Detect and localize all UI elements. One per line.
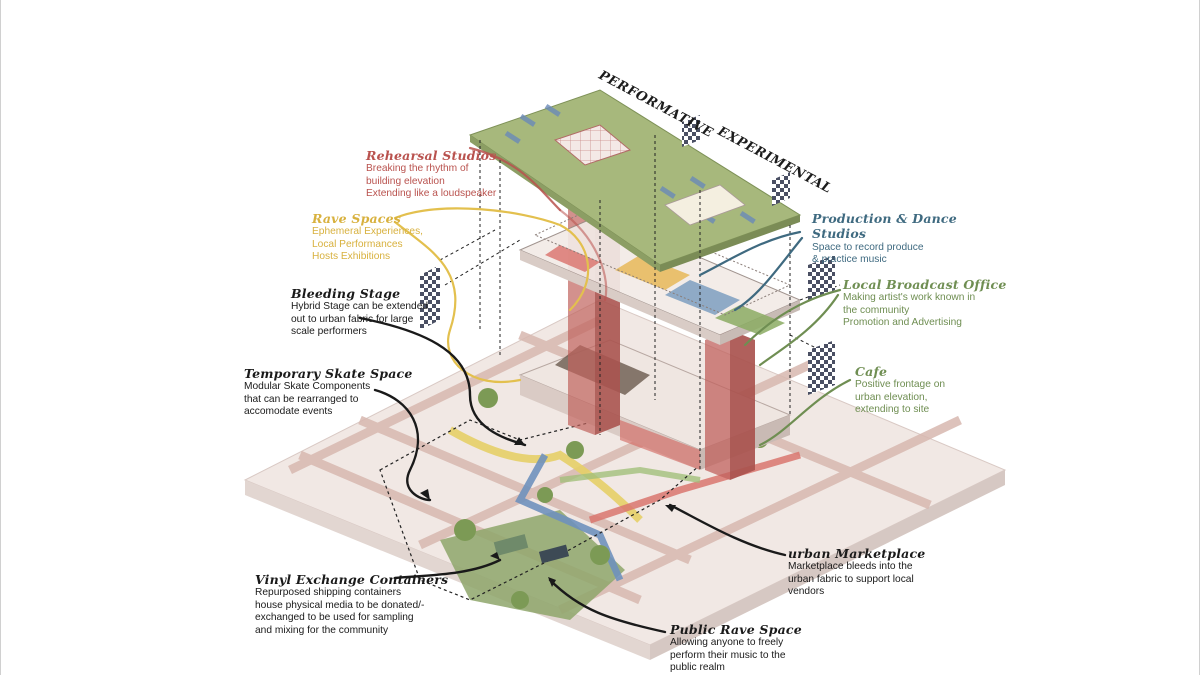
callout-line: Breaking the rhythm of <box>366 163 469 175</box>
callout-title: urban Marketplace <box>788 546 926 561</box>
callout-line: Ephemeral Experiences, <box>312 226 423 238</box>
callout-title: Public Rave Space <box>670 622 802 637</box>
callout-title: Production & Dance <box>812 211 957 226</box>
callout-line: the community <box>843 304 910 316</box>
site-ground-plane <box>243 299 1007 660</box>
left-frame-line <box>0 0 1 675</box>
callout-title: Rehearsal Studios <box>366 148 497 163</box>
callout-line: perform their music to the <box>670 649 786 661</box>
callout-title: Vinyl Exchange Containers <box>255 572 449 587</box>
callout-line: urban elevation, <box>855 391 928 403</box>
callout-bleeding-stage: Bleeding Stage Hybrid Stage can be exten… <box>291 286 428 339</box>
callout-line: Making artist's work known in <box>843 292 976 304</box>
callout-line: that can be rearranged to <box>244 393 359 405</box>
middle-floor-plate <box>518 214 802 345</box>
callout-title: Rave Spaces <box>312 211 402 226</box>
leader-curves <box>393 146 852 447</box>
callout-urban-marketplace: urban Marketplace Marketplace bleeds int… <box>788 546 925 599</box>
projection-guides <box>439 135 841 470</box>
checker-flags <box>420 115 835 395</box>
callout-local-broadcast-office: Local Broadcast Office Making artist's w… <box>843 277 1007 330</box>
callout-line: building elevation <box>366 175 445 187</box>
callout-line: Extending like a loudspeaker <box>366 188 497 200</box>
callout-cafe: Cafe Positive frontage on urban elevatio… <box>855 364 945 417</box>
callout-rehearsal-studios: Rehearsal Studios Breaking the rhythm of… <box>366 148 496 201</box>
callout-line: Positive frontage on <box>855 379 946 391</box>
callout-production-dance-studios: Production & Dance Studios Space to reco… <box>812 211 957 266</box>
callout-title: Bleeding Stage <box>291 286 401 301</box>
callout-line: Repurposed shipping containers <box>255 587 402 599</box>
callout-title-line2: Studios <box>812 226 867 242</box>
callout-line: exchanged to be used for sampling <box>255 612 414 624</box>
callout-line: Local Performances <box>312 238 403 250</box>
leader-arrowheads <box>420 437 676 587</box>
callout-line: and mixing for the community <box>255 624 389 636</box>
callout-line: public realm <box>670 662 725 674</box>
black-leader-curves <box>358 316 787 634</box>
callout-line: Hosts Exhibitions <box>312 251 391 263</box>
callout-title: Temporary Skate Space <box>244 366 413 381</box>
callout-line: extending to site <box>855 404 930 416</box>
green-roof <box>468 89 802 272</box>
callout-line: Marketplace bleeds into the <box>788 561 913 573</box>
callout-line: Allowing anyone to freely <box>670 637 784 649</box>
callout-title: Local Broadcast Office <box>843 277 1007 292</box>
callout-title: Cafe <box>855 364 888 379</box>
callout-line: Promotion and Advertising <box>843 317 962 329</box>
callout-line: house physical media to be donated/- <box>255 599 425 611</box>
callout-line: urban fabric to support local <box>788 573 914 585</box>
callout-line: Modular Skate Components <box>244 381 371 393</box>
callout-line: & practice music <box>812 253 887 265</box>
callout-line: vendors <box>788 586 825 598</box>
callout-rave-spaces: Rave Spaces Ephemeral Experiences, Local… <box>312 211 423 264</box>
callout-line: out to urban fabric for large <box>291 313 414 325</box>
callout-line: scale performers <box>291 326 367 338</box>
callout-line: accomodate events <box>244 406 333 418</box>
callout-line: Hybrid Stage can be extended <box>291 301 429 313</box>
callout-vinyl-exchange-containers: Vinyl Exchange Containers Repurposed shi… <box>255 572 448 637</box>
callout-public-rave-space: Public Rave Space Allowing anyone to fre… <box>670 622 802 675</box>
callout-temporary-skate-space: Temporary Skate Space Modular Skate Comp… <box>244 366 413 419</box>
callout-line: Space to record produce <box>812 241 924 253</box>
